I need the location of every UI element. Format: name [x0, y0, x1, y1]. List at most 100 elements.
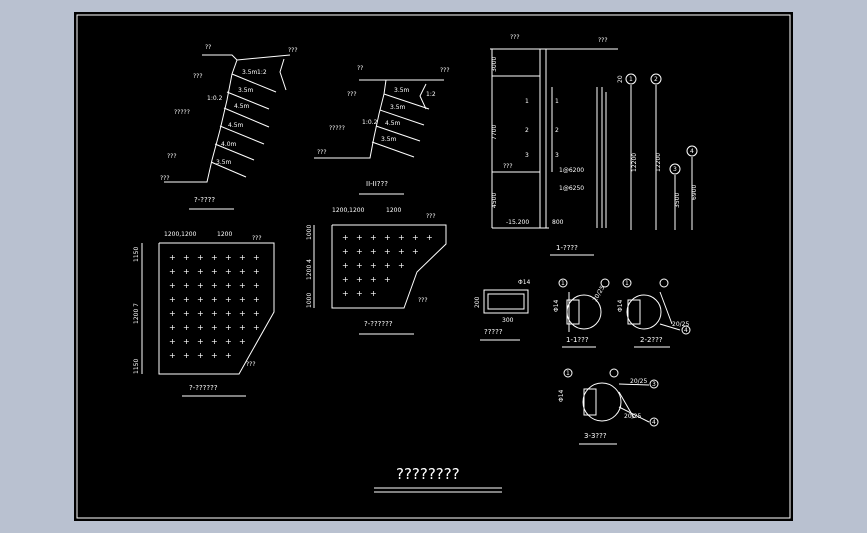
rebar-line: [618, 383, 650, 386]
anchor-marker: +: [356, 233, 363, 242]
anchor-marker: +: [239, 309, 246, 318]
anchor-marker: +: [183, 323, 190, 332]
detail-dim: Φ14: [553, 299, 560, 312]
anchor-marker: +: [412, 247, 419, 256]
mark-number: 1: [561, 280, 565, 287]
anchor-marker: +: [239, 267, 246, 276]
anchor-marker: +: [239, 253, 246, 262]
anchor-line: [219, 125, 265, 145]
dim-text: 1000: [306, 293, 313, 308]
anchor-marker: +: [253, 267, 260, 276]
pile-circle: [582, 382, 622, 422]
anchor-line: [231, 73, 277, 93]
anchor-marker: +: [370, 233, 377, 242]
anchor-marker: +: [197, 295, 204, 304]
anchor-marker: +: [384, 233, 391, 242]
anchor-marker: +: [426, 233, 433, 242]
detail-3-label: 3-3???: [584, 432, 607, 440]
soil-label-2: ?????: [329, 125, 345, 132]
mark-circle: [609, 368, 619, 378]
soil-label-2: ?????: [174, 109, 190, 116]
dim-text: 3000: [491, 57, 498, 72]
anchor-marker: +: [211, 295, 218, 304]
anchor-marker: +: [225, 281, 232, 290]
beam-note: Φ14: [518, 279, 531, 286]
anchor-marker: +: [197, 281, 204, 290]
anchor-marker: +: [342, 233, 349, 242]
mark-number: 1: [625, 280, 629, 287]
anchor-line: [210, 161, 247, 178]
anchor-marker: +: [197, 337, 204, 346]
soil-label-3: ???: [167, 153, 177, 160]
anchor-marker: +: [342, 289, 349, 298]
anchor-grid-b: +++++++++++++++++++++++++: [342, 233, 433, 298]
layer-number: 2: [555, 127, 559, 134]
beam-dim: 300: [502, 317, 514, 324]
anchor-length: 3.5m: [216, 159, 232, 166]
rebar-line: [618, 406, 650, 423]
bottom-left-label: ???: [160, 175, 170, 182]
rebar-label: 1@6250: [559, 185, 584, 192]
anchor-marker: +: [356, 261, 363, 270]
anchor-marker: +: [197, 267, 204, 276]
beam-outline: [483, 289, 529, 314]
anchor-marker: +: [412, 233, 419, 242]
layer-number: 1: [555, 98, 559, 105]
mark-label: ???: [246, 361, 256, 368]
anchor-marker: +: [183, 337, 190, 346]
slope-top-a: [236, 54, 291, 61]
anchor-marker: +: [253, 309, 260, 318]
slope-grade-a: [279, 58, 287, 91]
grade-label: 1:0.2: [362, 119, 378, 126]
anchor-length: 4.5m: [234, 103, 250, 110]
anchor-line: [371, 141, 415, 158]
mark-label: ???: [418, 297, 428, 304]
anchor-marker: +: [225, 337, 232, 346]
dim-text: 7700: [491, 125, 498, 140]
anchor-marker: +: [183, 295, 190, 304]
layer-number: 1: [525, 98, 529, 105]
elev-b-label: ?-??????: [364, 320, 393, 328]
mark-number: 3: [652, 381, 656, 388]
detail-circle: [650, 73, 662, 85]
section-b-label: II-II???: [366, 180, 388, 188]
anchor-marker: +: [253, 281, 260, 290]
anchor-marker: +: [370, 275, 377, 284]
anchor-marker: +: [342, 261, 349, 270]
anchor-marker: +: [253, 295, 260, 304]
anchor-grid-a: ++++++++++++++++++++++++++++++++++++++++…: [169, 253, 260, 360]
anchor-length: 3.5m: [390, 104, 406, 111]
rebar-label: 1@6200: [559, 167, 584, 174]
soil-label-1: ???: [347, 91, 357, 98]
anchor-marker: +: [169, 351, 176, 360]
anchor-marker: +: [370, 247, 377, 256]
rebar-line: [659, 291, 673, 325]
dim-text: 1150: [133, 359, 140, 374]
dim-text: 1200 4: [306, 259, 313, 280]
anchor-marker: +: [169, 337, 176, 346]
anchor-marker: +: [183, 351, 190, 360]
top-left-label: ??: [357, 65, 363, 72]
anchor-marker: +: [239, 337, 246, 346]
mark-circle: [600, 278, 610, 288]
anchor-marker: +: [169, 323, 176, 332]
dim-text: 1150: [133, 247, 140, 262]
layer-number: 2: [525, 127, 529, 134]
anchor-line: [383, 93, 430, 110]
detail-3: 1 3 4 Φ14 20/25 20/25 3-3???: [558, 368, 659, 445]
section-b: ?? ??? ??? ??? ????? 3.5m 3.5m 4.5m 3.5m…: [314, 65, 450, 195]
width-label: 800: [552, 219, 564, 226]
section-a: ?? ??? ??? ??? ????? ??? 3.5m 3.5m 4.5m …: [160, 44, 298, 210]
drawing-sheet: ?? ??? ??? ??? ????? ??? 3.5m 3.5m 4.5m …: [74, 12, 793, 521]
top-right-label: ???: [598, 37, 608, 44]
anchor-marker: +: [197, 253, 204, 262]
anchor-marker: +: [183, 281, 190, 290]
anchor-marker: +: [211, 281, 218, 290]
spacing-label: 1200: [217, 231, 232, 238]
slope-grade-b: [419, 83, 427, 110]
anchor-marker: +: [356, 247, 363, 256]
bottom-label: ???: [503, 163, 513, 170]
spacing-label: 1200: [386, 207, 401, 214]
anchor-length: 4.5m: [228, 122, 244, 129]
grade-label: 1:0.2: [207, 95, 223, 102]
